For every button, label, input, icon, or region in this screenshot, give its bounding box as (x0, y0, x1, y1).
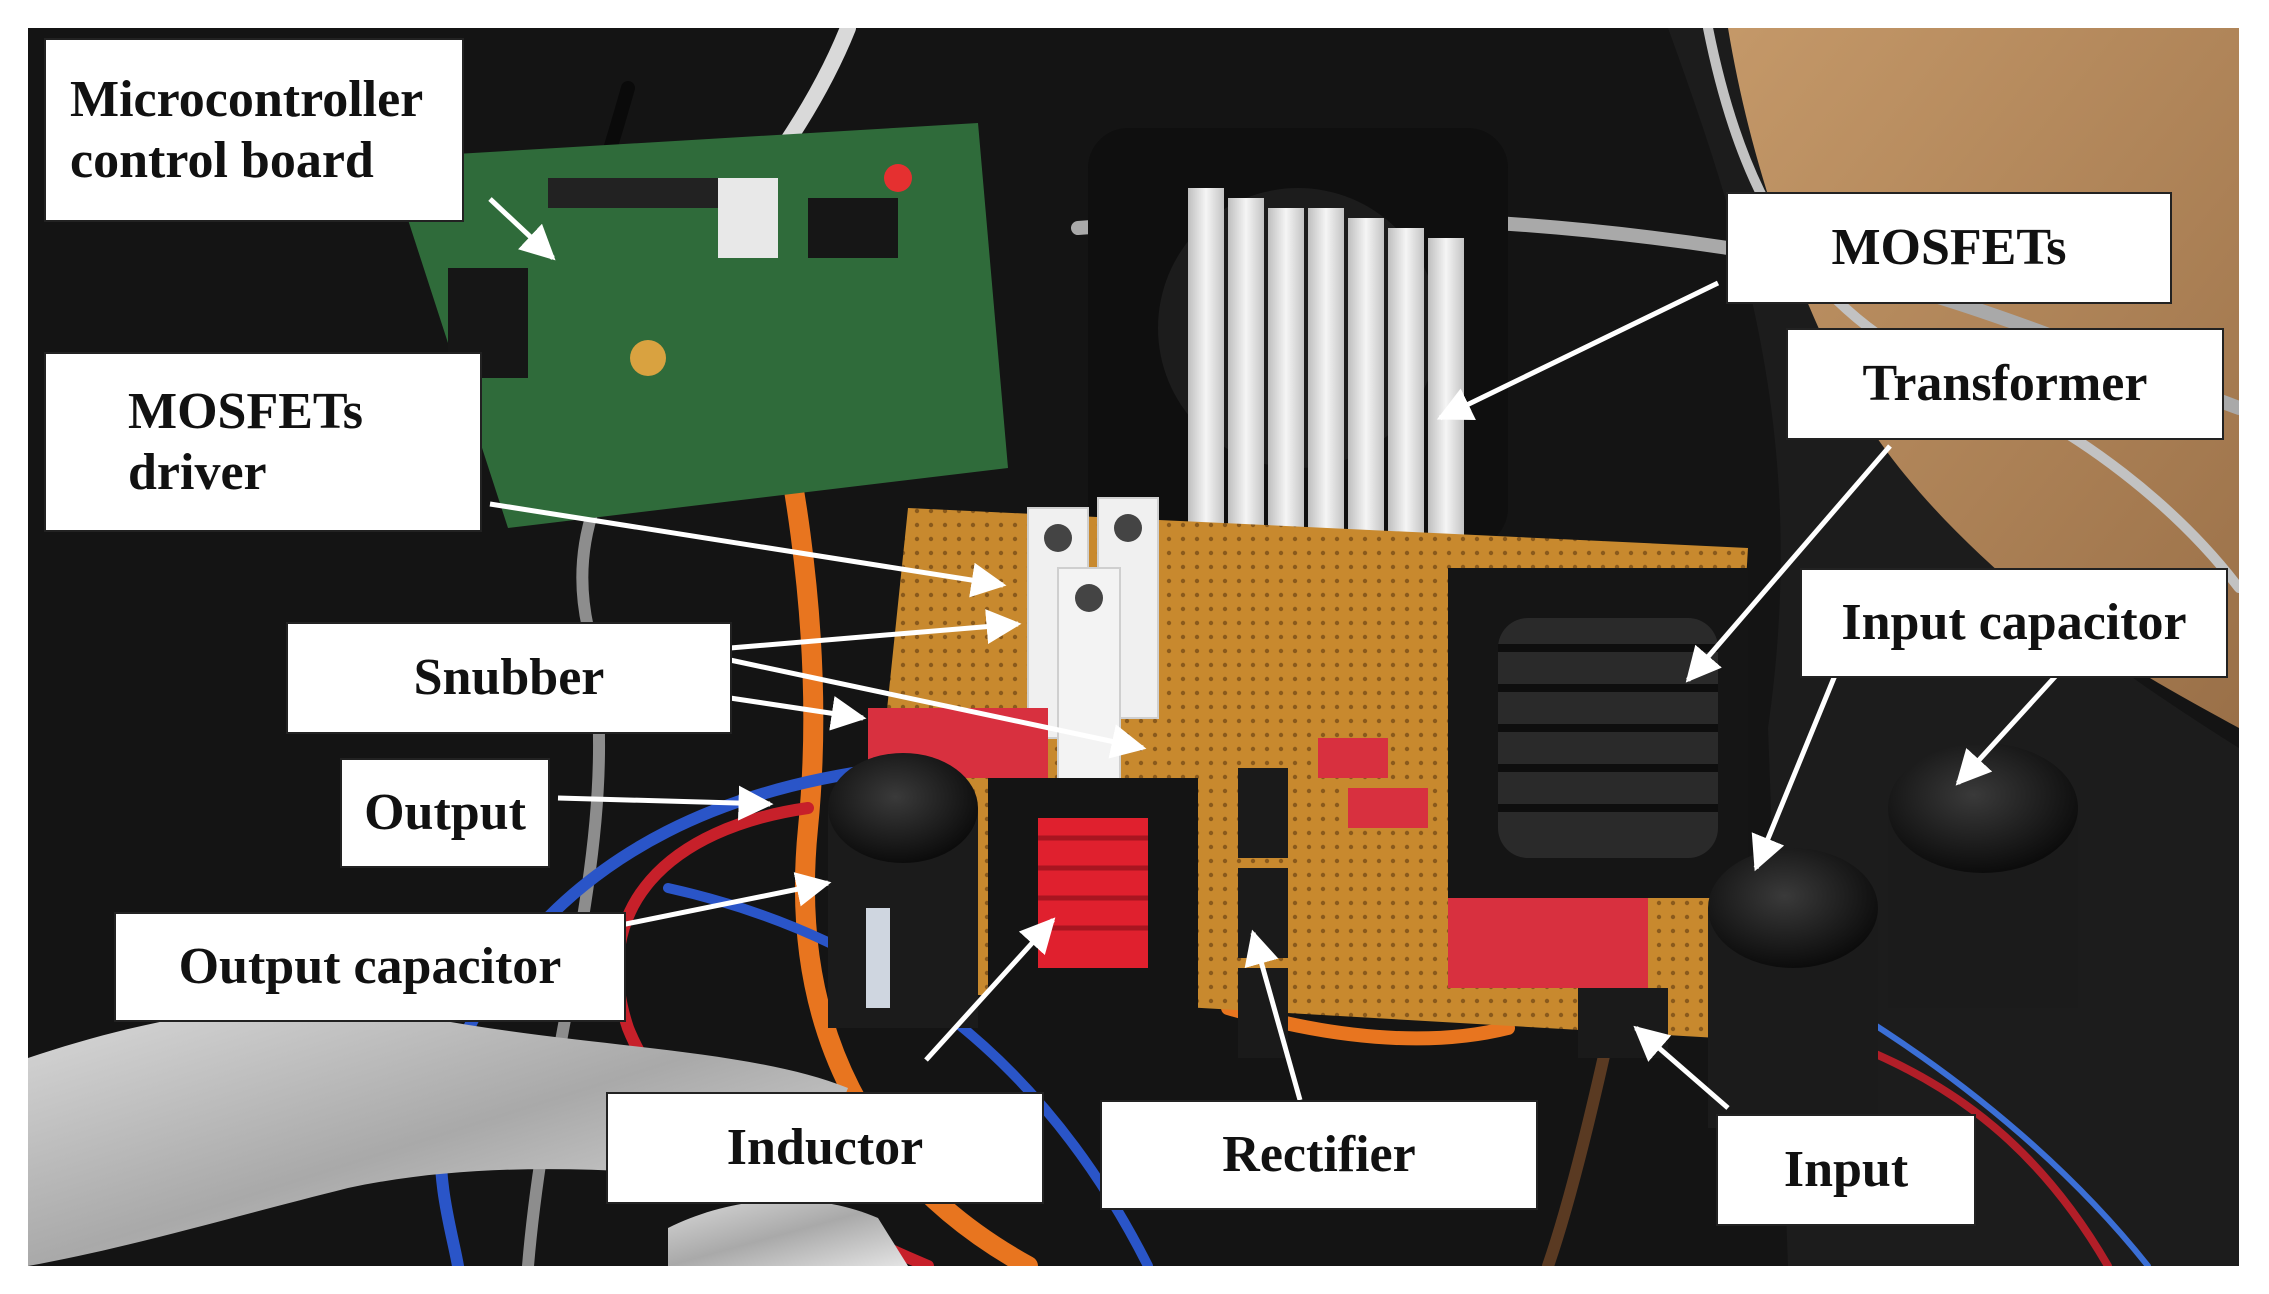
input-capacitor-body (1708, 848, 1878, 1128)
arrow-mcu (488, 197, 556, 261)
arrow-snubber (729, 657, 1147, 759)
brown-cable (1542, 1032, 1614, 1266)
callout-mosfets-driver: MOSFETs driver (44, 352, 482, 532)
callout-transformer: Transformer (1786, 328, 2224, 440)
foil-wrap (668, 1199, 908, 1266)
callout-text: Output capacitor (178, 938, 562, 996)
arrow-rectifier (1244, 929, 1303, 1101)
callout-snubber: Snubber (286, 622, 732, 734)
rectifier-diodes (1238, 768, 1288, 1058)
small-capacitor (630, 340, 666, 376)
leader-arrows (488, 197, 2065, 1110)
arrow-transformer (1685, 444, 1892, 683)
arrow-input-capacitor (1955, 666, 2065, 786)
film-capacitor (1448, 898, 1648, 988)
callout-text: Microcontroller control board (70, 70, 424, 189)
header-pins (548, 178, 748, 208)
callout-rectifier: Rectifier (1100, 1100, 1538, 1210)
snubber-resistors (1027, 497, 1159, 799)
blue-cable (1845, 1005, 2151, 1266)
power-stage-board (858, 497, 1748, 1058)
arrow-output (557, 785, 774, 821)
callout-microcontroller-board: Microcontroller control board (44, 38, 464, 222)
callout-input: Input (1716, 1114, 1976, 1226)
callout-input-capacitor: Input capacitor (1800, 568, 2228, 678)
callout-output-capacitor: Output capacitor (114, 912, 626, 1022)
inductor-core (988, 778, 1198, 1008)
arrow-output-capacitor (615, 872, 832, 929)
callout-text: MOSFETs (1831, 219, 2067, 277)
film-capacitor (1348, 788, 1428, 828)
arrow-input-capacitor (1751, 667, 1841, 872)
arrow-input (1633, 1025, 1730, 1110)
callout-inductor: Inductor (606, 1092, 1044, 1204)
callout-text: Rectifier (1222, 1126, 1416, 1184)
input-capacitor-body (1888, 743, 2078, 1008)
output-capacitor-body (828, 753, 978, 1028)
arrow-mosfets (1436, 280, 1720, 421)
foil-wrap (28, 1005, 848, 1266)
led (884, 164, 912, 192)
callout-text: Input capacitor (1841, 594, 2187, 652)
callout-text: MOSFETs driver (128, 382, 364, 501)
electrolytic-capacitors (828, 743, 2078, 1128)
ic-chip (808, 198, 898, 258)
film-capacitor (1318, 738, 1388, 778)
callout-text: Transformer (1862, 355, 2148, 413)
arrow-snubber (729, 695, 867, 731)
callout-text: Snubber (413, 649, 605, 707)
arrow-driver (489, 501, 1007, 598)
input-terminal-block (1578, 988, 1668, 1058)
aluminium-foil (28, 1005, 908, 1266)
callout-text: Inductor (726, 1119, 924, 1177)
callout-output: Output (340, 758, 550, 868)
callout-mosfets: MOSFETs (1726, 192, 2172, 304)
transformer-core (1448, 568, 1748, 898)
callout-text: Input (1783, 1141, 1909, 1199)
arrow-snubber (729, 609, 1022, 651)
connector (718, 178, 778, 258)
callout-text: Output (364, 784, 526, 842)
arrow-inductor (924, 917, 1056, 1062)
